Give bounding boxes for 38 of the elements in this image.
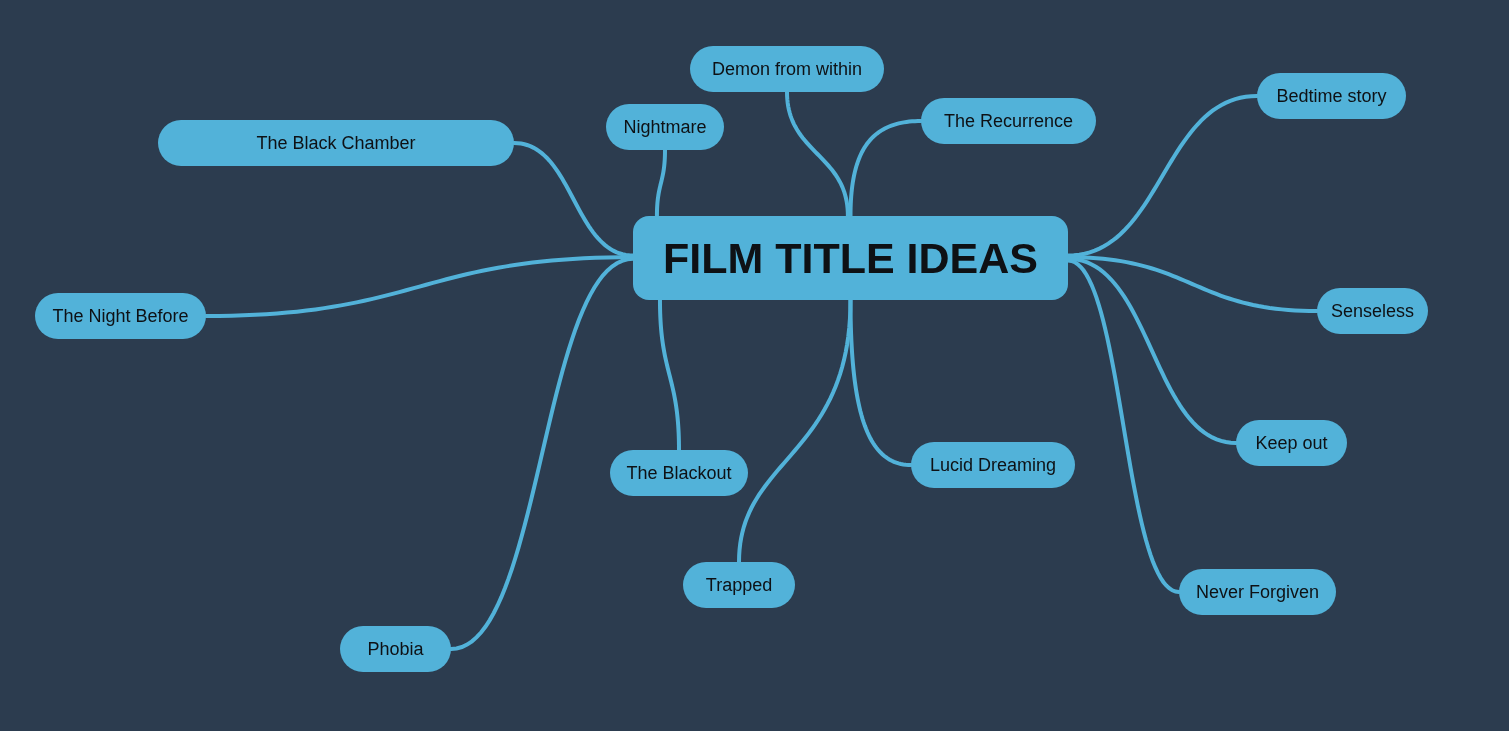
topic-label: Keep out <box>1255 432 1328 454</box>
topic-pill <box>35 293 206 339</box>
topic-label: Never Forgiven <box>1195 581 1319 603</box>
topic-pill <box>1236 420 1347 466</box>
central-topic-title: FILM TITLE IDEAS <box>662 233 1038 283</box>
topic-pill <box>610 450 748 496</box>
branch-line <box>512 141 635 258</box>
topic-label: Senseless <box>1330 300 1415 322</box>
branch-line <box>848 298 913 467</box>
topic-pill <box>921 98 1096 144</box>
branch-line <box>785 90 850 218</box>
topic-label: Lucid Dreaming <box>929 454 1057 476</box>
topic-label: Trapped <box>705 574 773 596</box>
topic-label: The Blackout <box>626 462 732 484</box>
central-topic-box <box>633 216 1068 300</box>
topic-pill <box>690 46 884 92</box>
topic-label: Demon from within <box>711 58 862 80</box>
topic-label: The Black Chamber <box>256 132 416 154</box>
topic-label: Bedtime story <box>1276 85 1387 107</box>
topic-pill <box>683 562 795 608</box>
branch-line <box>657 298 681 452</box>
topic-label: The Recurrence <box>943 110 1074 132</box>
topic-pill <box>158 120 514 166</box>
topic-pill <box>340 626 451 672</box>
branch-line <box>449 256 635 651</box>
topic-label: Phobia <box>367 638 424 660</box>
topic-pill <box>1257 73 1406 119</box>
branch-line <box>654 148 667 218</box>
branch-line <box>737 298 853 564</box>
branch-line <box>848 119 923 218</box>
topic-pill <box>911 442 1075 488</box>
branch-line <box>1066 94 1259 258</box>
topic-label: The Night Before <box>52 305 189 327</box>
topic-pill <box>1179 569 1336 615</box>
topic-label: Nightmare <box>623 116 707 138</box>
branch-line <box>1066 258 1181 594</box>
topic-pill <box>606 104 724 150</box>
topic-pill <box>1317 288 1428 334</box>
